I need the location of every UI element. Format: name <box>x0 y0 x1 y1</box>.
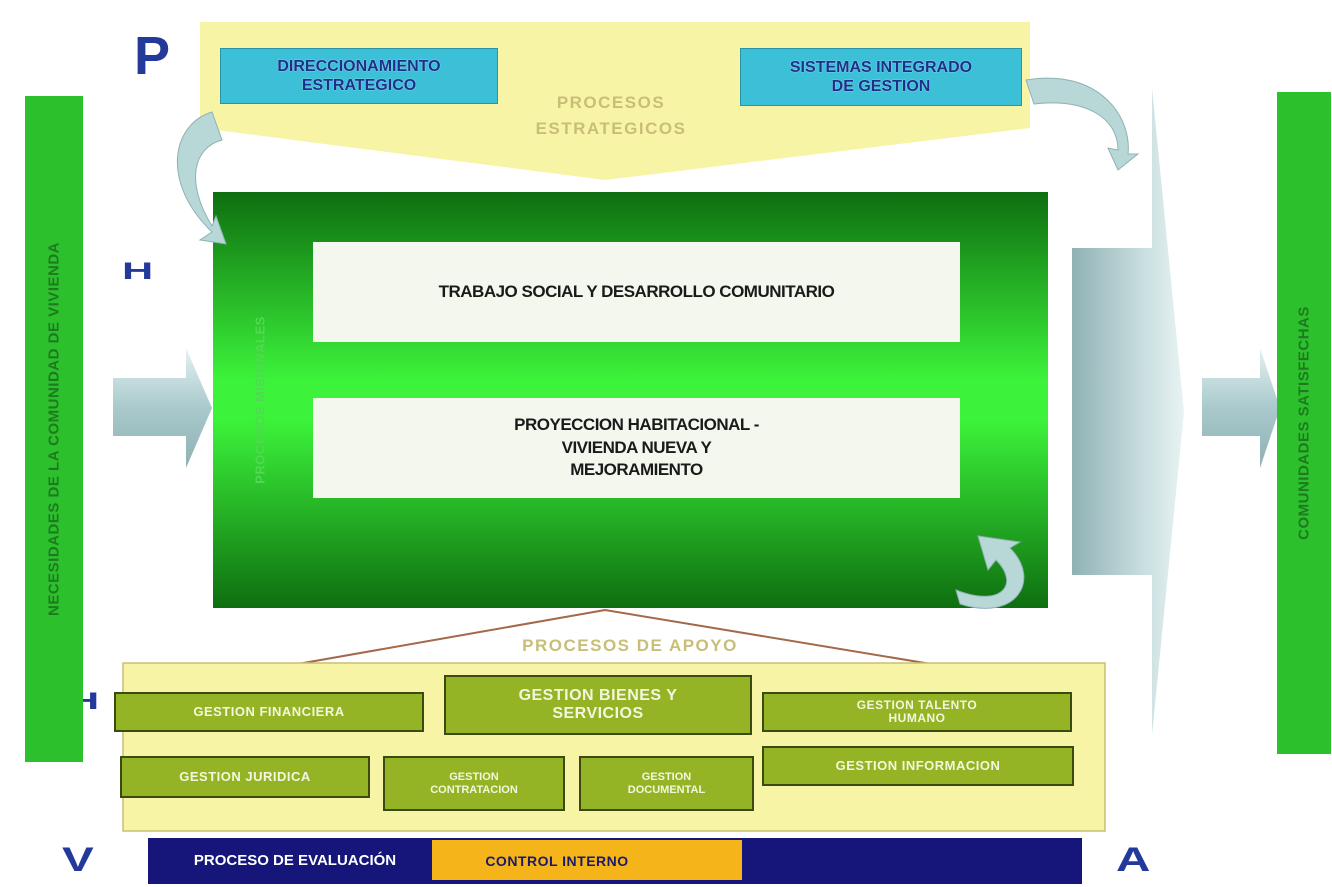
misional-label: PROCESOS MISIONALES <box>252 316 268 484</box>
input-arrow <box>113 348 212 468</box>
support-box-informacion: GESTION INFORMACION <box>762 746 1074 786</box>
evaluation-label: PROCESO DE EVALUACIÓN <box>193 852 397 869</box>
right-satisfied-label: COMUNIDADES SATISFECHAS <box>1295 306 1313 540</box>
left-needs-bar: NECESIDADES DE LA COMUNIDAD DE VIVIENDA <box>25 96 83 762</box>
misional-vertical-label-wrap: PROCESOS MISIONALES <box>230 316 290 484</box>
support-box-bienes: GESTION BIENES Y SERVICIOS <box>444 675 752 735</box>
support-triangle <box>274 608 956 669</box>
support-box-documental: GESTION DOCUMENTAL <box>579 756 754 811</box>
verify-letter: V <box>62 841 94 879</box>
output-arrow <box>1202 348 1280 468</box>
control-interno-label: CONTROL INTERNO <box>485 853 629 869</box>
misional-box-proyeccion: PROYECCION HABITACIONAL - VIVIENDA NUEVA… <box>313 398 960 498</box>
do-letter-top: H <box>122 258 154 285</box>
strategic-box-sistemas: SISTEMAS INTEGRADO DE GESTION <box>740 48 1022 106</box>
support-box-financiera: GESTION FINANCIERA <box>114 692 424 732</box>
support-box-juridica: GESTION JURIDICA <box>120 756 370 798</box>
left-needs-label: NECESIDADES DE LA COMUNIDAD DE VIVIENDA <box>45 242 63 616</box>
control-bg <box>432 840 742 880</box>
output-chevron <box>1072 88 1184 735</box>
right-satisfied-bar: COMUNIDADES SATISFECHAS <box>1277 92 1331 754</box>
support-title: PROCESOS DE APOYO <box>522 636 738 655</box>
support-box-contratacion: GESTION CONTRATACION <box>383 756 565 811</box>
strategic-box-direccionamiento: DIRECCIONAMIENTO ESTRATEGICO <box>220 48 498 104</box>
strategic-title: PROCESOS ESTRATEGICOS <box>535 93 687 138</box>
act-letter: A <box>1116 841 1151 879</box>
curved-arrow-left <box>177 111 227 245</box>
plan-letter: P <box>134 26 171 86</box>
curved-arrow-bottom <box>955 535 1025 609</box>
support-box-talento: GESTION TALENTO HUMANO <box>762 692 1072 732</box>
misional-box-trabajo-social: TRABAJO SOCIAL Y DESARROLLO COMUNITARIO <box>313 242 960 342</box>
curved-arrow-right <box>1025 77 1140 171</box>
